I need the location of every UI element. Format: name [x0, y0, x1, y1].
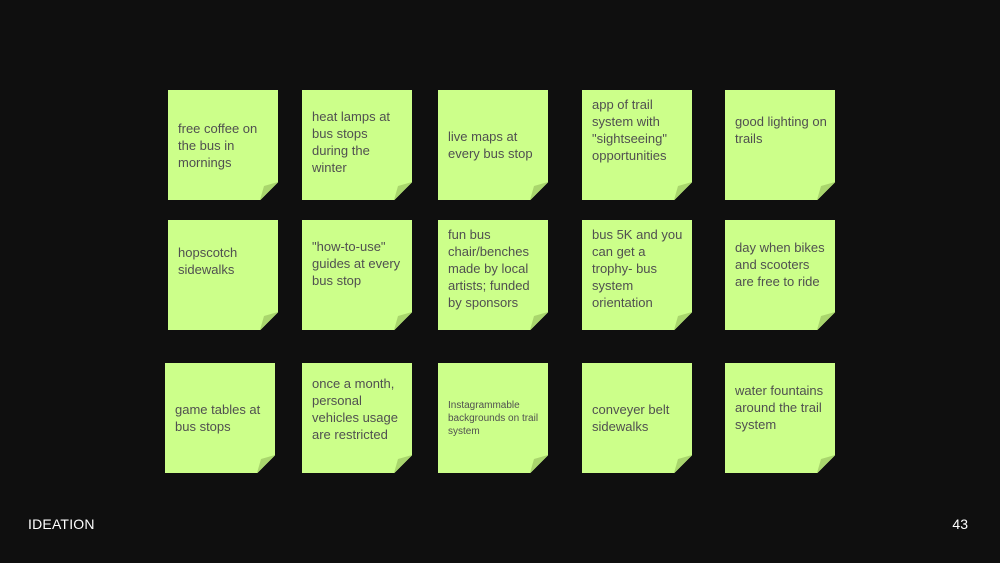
sticky-note: once a month, personal vehicles usage ar… — [302, 363, 412, 473]
page-curl-icon — [394, 312, 412, 330]
sticky-note-text: live maps at every bus stop — [448, 129, 533, 161]
page-number: 43 — [952, 516, 968, 532]
sticky-note-text: Instagrammable backgrounds on trail syst… — [448, 399, 539, 437]
page-curl-icon — [530, 182, 548, 200]
sticky-note-text: once a month, personal vehicles usage ar… — [312, 376, 398, 442]
page-curl-icon — [260, 312, 278, 330]
page-curl-icon — [674, 182, 692, 200]
page-curl-icon — [530, 455, 548, 473]
sticky-note-text: day when bikes and scooters are free to … — [735, 240, 825, 289]
sticky-note-text: "how-to-use" guides at every bus stop — [312, 239, 401, 288]
sticky-note: Instagrammable backgrounds on trail syst… — [438, 363, 548, 473]
page-curl-icon — [394, 455, 412, 473]
sticky-note-text: fun bus chair/benches made by local arti… — [448, 227, 530, 310]
sticky-note: app of trail system with "sightseeing" o… — [582, 90, 692, 200]
sticky-note: heat lamps at bus stops during the winte… — [302, 90, 412, 200]
sticky-note: game tables at bus stops — [165, 363, 275, 473]
page-curl-icon — [674, 312, 692, 330]
sticky-note: water fountains around the trail system — [725, 363, 835, 473]
page-curl-icon — [817, 455, 835, 473]
sticky-note-text: conveyer belt sidewalks — [592, 402, 670, 434]
sticky-note: fun bus chair/benches made by local arti… — [438, 220, 548, 330]
page-curl-icon — [260, 182, 278, 200]
sticky-note-text: heat lamps at bus stops during the winte… — [312, 109, 391, 175]
sticky-note-text: bus 5K and you can get a trophy- bus sys… — [592, 227, 683, 310]
page-curl-icon — [674, 455, 692, 473]
sticky-note-text: game tables at bus stops — [175, 402, 261, 434]
sticky-note-text: free coffee on the bus in mornings — [178, 120, 258, 170]
page-curl-icon — [257, 455, 275, 473]
sticky-note: free coffee on the bus in mornings — [168, 90, 278, 200]
sticky-note: good lighting on trails — [725, 90, 835, 200]
sticky-note-text: app of trail system with "sightseeing" o… — [592, 97, 667, 163]
sticky-note: conveyer belt sidewalks — [582, 363, 692, 473]
sticky-note-text: hopscotch sidewalks — [178, 245, 238, 277]
sticky-note-text: water fountains around the trail system — [735, 383, 824, 432]
sticky-note: bus 5K and you can get a trophy- bus sys… — [582, 220, 692, 330]
page-curl-icon — [530, 312, 548, 330]
sticky-note-text: good lighting on trails — [735, 114, 827, 146]
page-curl-icon — [817, 312, 835, 330]
sticky-note: live maps at every bus stop — [438, 90, 548, 200]
sticky-note: hopscotch sidewalks — [168, 220, 278, 330]
section-label: IDEATION — [28, 516, 95, 532]
sticky-note: day when bikes and scooters are free to … — [725, 220, 835, 330]
page-curl-icon — [817, 182, 835, 200]
page-curl-icon — [394, 182, 412, 200]
sticky-note: "how-to-use" guides at every bus stop — [302, 220, 412, 330]
